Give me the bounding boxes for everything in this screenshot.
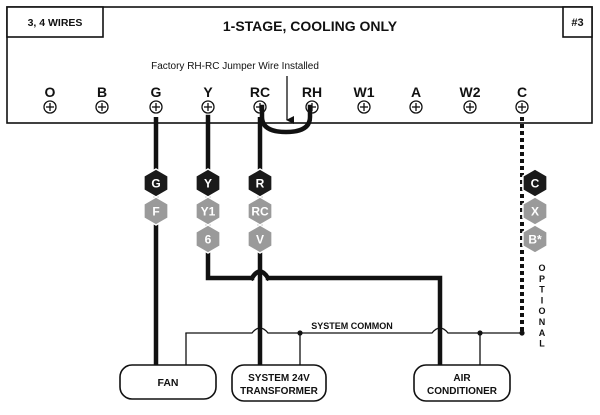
wire-tag-label: R [256, 177, 265, 191]
air-conditioner-label-line2: CONDITIONER [427, 386, 498, 397]
terminal-label: A [411, 84, 421, 100]
hexagon-tag [143, 196, 169, 226]
hexagon-tag [522, 224, 548, 254]
terminal-c: C [515, 84, 529, 114]
wire-tag-group-c: CX B* [522, 168, 548, 254]
optional-letter: T [539, 285, 545, 295]
terminal-label: C [517, 84, 527, 100]
terminal-label: W1 [354, 84, 375, 100]
wire-tag-label: RC [251, 205, 269, 219]
fan-label: FAN [158, 377, 179, 389]
y-wire-to-ac [265, 275, 443, 368]
wire-tag-group-g: GF [143, 168, 169, 226]
terminal-label: O [45, 84, 56, 100]
wire-tag-group-r: R RC V [247, 168, 273, 254]
wire-tag-label: Y [204, 177, 212, 191]
diagram-title: 1-STAGE, COOLING ONLY [223, 18, 398, 34]
hexagon-tag [195, 224, 221, 254]
junction-dot-c [519, 330, 525, 336]
terminal-label: G [151, 84, 162, 100]
jumper-note: Factory RH-RC Jumper Wire Installed [151, 61, 319, 72]
transformer-label-line1: SYSTEM 24V [248, 373, 310, 384]
transformer-device: SYSTEM 24V TRANSFORMER [231, 364, 327, 402]
terminal-a: A [409, 84, 423, 114]
wire-tag-label: 6 [205, 233, 212, 247]
hexagon-tag [247, 224, 273, 254]
terminal-w1: W1 [354, 84, 375, 114]
optional-letter: I [541, 295, 544, 305]
transformer-label-line2: TRANSFORMER [240, 386, 319, 397]
wire-tag-label: V [256, 233, 264, 247]
terminal-label: W2 [460, 84, 481, 100]
terminal-w2: W2 [460, 84, 481, 114]
terminal-label: B [97, 84, 107, 100]
y-wire [205, 114, 255, 281]
terminal-b: B [95, 84, 109, 114]
wires-label-box [6, 6, 104, 38]
terminal-g: G [149, 84, 163, 114]
terminal-label: RC [250, 84, 270, 100]
thermostat-terminal-block: 3, 4 WIRES #3 1-STAGE, COOLING ONLY Fact… [6, 6, 593, 135]
terminal-o: O [43, 84, 57, 114]
wire-tag-group-y: Y Y1 6 [195, 168, 221, 254]
air-conditioner-label-line1: AIR [453, 373, 471, 384]
wire-tag-label: C [531, 177, 540, 191]
system-common-bus: SYSTEM COMMON [185, 321, 525, 365]
terminal-label: Y [203, 84, 213, 100]
wire-tag-label: Y1 [201, 205, 216, 219]
rh-rc-jumper-wire [259, 104, 313, 135]
junction-dot-ac [477, 330, 483, 336]
fan-box [119, 364, 217, 400]
system-common-line [185, 327, 523, 334]
transformer-box [231, 364, 327, 402]
wire-tag-groups: GF Y Y1 6 R RC V CX B* [143, 168, 548, 254]
optional-letter: P [539, 274, 545, 284]
terminal-label: RH [302, 84, 322, 100]
optional-letter: N [539, 317, 546, 327]
diagram-number: #3 [571, 17, 583, 29]
wire-tag-label: X [531, 205, 539, 219]
system-common-label: SYSTEM COMMON [311, 321, 393, 331]
air-conditioner-box [413, 364, 511, 402]
optional-letter: O [538, 263, 545, 273]
optional-letter: L [539, 339, 545, 349]
wires-label: 3, 4 WIRES [28, 17, 83, 29]
fan-device: FAN [119, 364, 217, 400]
air-conditioner-device: AIR CONDITIONER [413, 364, 511, 402]
terminal-y: Y [201, 84, 215, 114]
wire-tag-label: F [152, 205, 159, 219]
junction-dot-transformer [297, 330, 303, 336]
diagram-number-box [562, 6, 593, 38]
optional-letter: A [539, 328, 546, 338]
wire-tag-label: B* [528, 233, 542, 247]
wire-tag-label: G [151, 177, 160, 191]
optional-letter: O [538, 306, 545, 316]
